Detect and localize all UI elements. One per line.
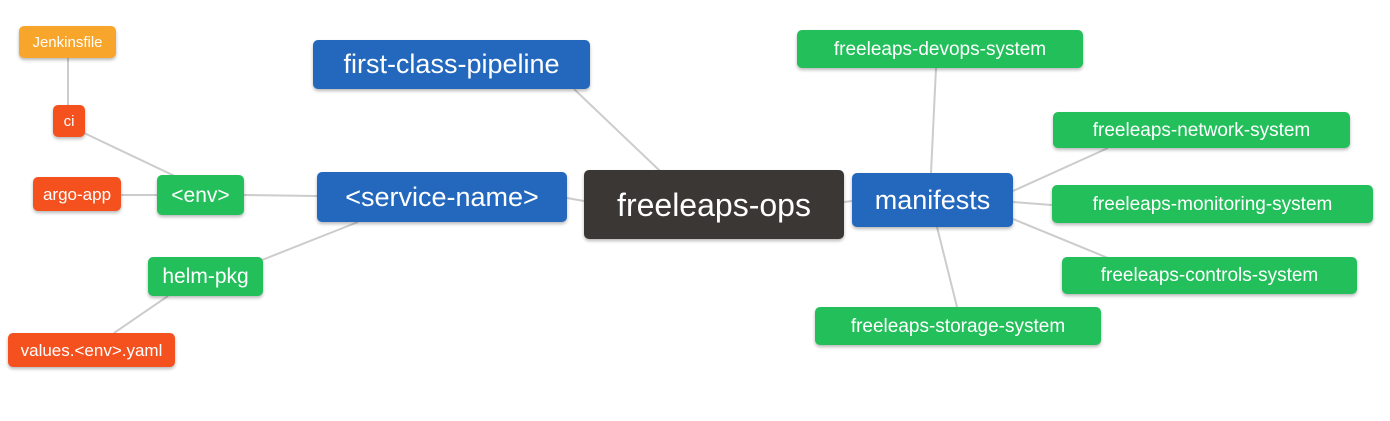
node-freeleaps-controls-system[interactable]: freeleaps-controls-system [1062,257,1357,294]
node-manifests[interactable]: manifests [852,173,1013,227]
node-helm-pkg[interactable]: helm-pkg [148,257,263,296]
node-freeleaps-ops[interactable]: freeleaps-ops [584,170,844,239]
node-freeleaps-network-system[interactable]: freeleaps-network-system [1053,112,1350,148]
node-env[interactable]: <env> [157,175,244,215]
node-argo-app[interactable]: argo-app [33,177,121,211]
node-service-name[interactable]: <service-name> [317,172,567,222]
node-freeleaps-monitoring-system[interactable]: freeleaps-monitoring-system [1052,185,1373,223]
node-first-class-pipeline[interactable]: first-class-pipeline [313,40,590,89]
node-values-env-yaml[interactable]: values.<env>.yaml [8,333,175,367]
node-jenkinsfile[interactable]: Jenkinsfile [19,26,116,58]
node-freeleaps-storage-system[interactable]: freeleaps-storage-system [815,307,1101,345]
node-freeleaps-devops-system[interactable]: freeleaps-devops-system [797,30,1083,68]
node-ci[interactable]: ci [53,105,85,137]
